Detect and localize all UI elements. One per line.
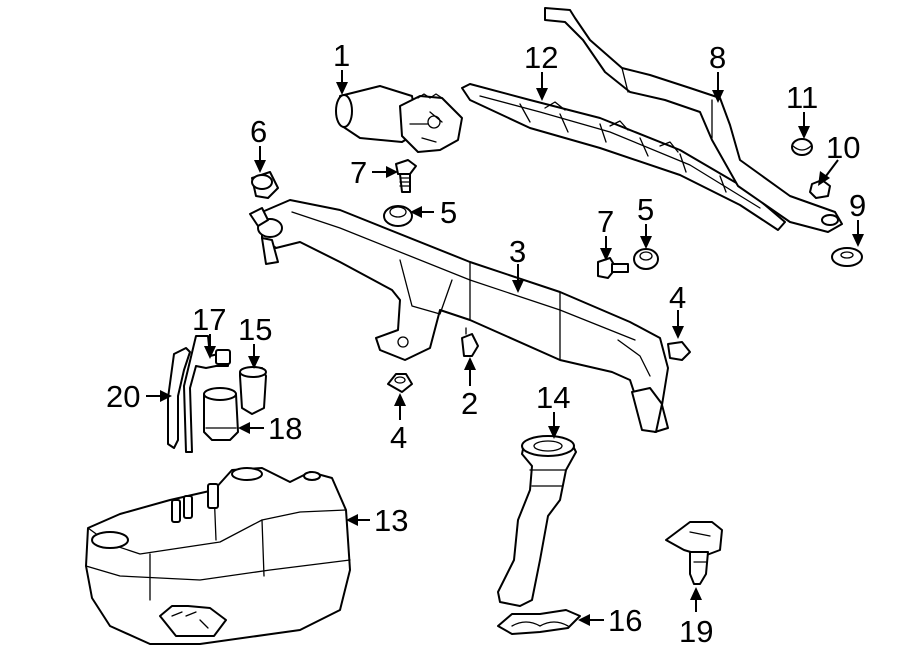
motor-bolt [395,159,417,193]
washer-seal [831,247,863,267]
leader-lines [146,70,864,626]
neck-seal [497,609,581,635]
callout-16: 16 [608,603,642,638]
callout-2: 2 [461,386,478,421]
callout-5-right: 5 [637,192,654,227]
frame-bolt [597,257,629,279]
callout-9: 9 [849,188,866,223]
callout-labels: 1 2 3 4 4 5 5 6 7 7 8 9 10 11 12 13 14 1… [106,38,866,649]
callout-13: 13 [374,503,408,538]
callout-4-left: 4 [390,420,407,455]
callout-14: 14 [536,380,570,415]
callout-8: 8 [709,40,726,75]
washer-reservoir [85,467,351,645]
pivot-stud [461,327,479,357]
callout-11: 11 [786,80,818,115]
callout-17: 17 [192,302,226,337]
wiper-motor [335,85,463,153]
callout-18: 18 [268,411,302,446]
callout-5-left: 5 [440,195,457,230]
motor-bushing [383,205,413,227]
bushing-right [633,248,659,270]
callout-6: 6 [250,114,267,149]
grommet-right [667,341,691,361]
grommet-left [387,373,413,393]
callout-10: 10 [826,130,860,165]
callout-7-top: 7 [350,155,367,190]
washer-pump [203,387,239,441]
callout-4-right: 4 [669,280,686,315]
wiper-arm [544,7,843,233]
callout-1: 1 [333,38,350,73]
callout-19: 19 [679,614,713,649]
wiper-blade [461,83,786,231]
washer-nozzle [665,521,723,585]
callout-20: 20 [106,379,140,414]
pivot-cap [251,171,279,199]
callout-12: 12 [524,40,558,75]
callout-3: 3 [509,234,526,269]
filler-neck [497,435,577,607]
wiper-linkage-frame [249,199,669,433]
pump-grommet [239,366,267,415]
callout-15: 15 [238,312,272,347]
callout-7-right: 7 [597,204,614,239]
hose-line [167,347,191,449]
arm-cap [791,138,813,156]
